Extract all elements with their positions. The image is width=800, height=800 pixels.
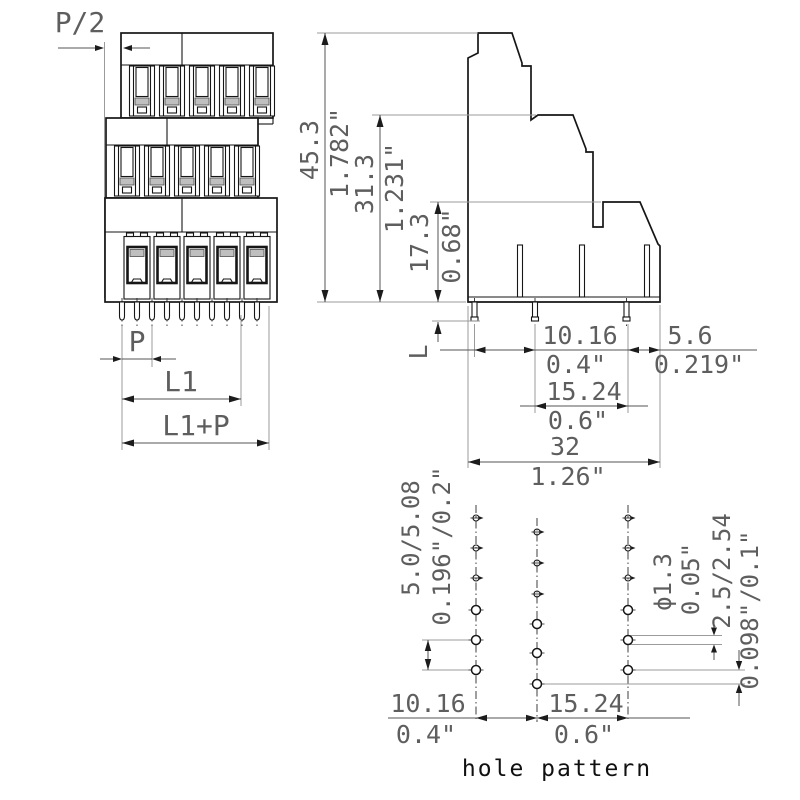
dim-col-pitch-in: 0.4" xyxy=(396,720,456,749)
side-view: 45.3 1.782" 31.3 1.231" 17.3 0.68" L xyxy=(295,32,757,491)
front-view: P/2 P L1 L1+P xyxy=(55,6,278,450)
dim-row-pitch-mm: 5.0/5.08 xyxy=(397,480,425,596)
dim-mid-height: 31.3 1.231" xyxy=(350,115,409,302)
dim-total-height-in: 1.782" xyxy=(325,108,354,198)
front-tier-middle xyxy=(105,117,274,199)
dim-l1-label: L1 xyxy=(164,365,198,398)
dim-row-offset-in: 0.098"/0.1" xyxy=(736,531,764,690)
dim-row-offset-mm: 2.5/2.54 xyxy=(708,513,736,629)
dim-row-offset: 2.5/2.54 0.098"/0.1" xyxy=(708,513,764,706)
dim-side-pitches: 10.16 0.4" 5.6 0.219" 15.24 0.6" 32 1.26… xyxy=(440,305,757,491)
front-tier-bottom xyxy=(104,197,278,303)
dim-hole-diameter: ϕ1.3 0.05" xyxy=(649,543,717,660)
pin-position-marks xyxy=(469,514,637,598)
dim-p-half-label: P/2 xyxy=(55,6,106,39)
dim-mid-height-in: 1.231" xyxy=(380,143,409,233)
dim-lower-height: 17.3 0.68" xyxy=(405,202,466,302)
dim-depth-in: 1.26" xyxy=(530,462,605,491)
dim-pin-pitch-in: 0.4" xyxy=(546,350,606,379)
dim-p-label: P xyxy=(129,325,146,358)
dim-pin-length: L xyxy=(404,322,442,360)
dim-pin-edge-in: 0.219" xyxy=(654,350,744,379)
dim-total-height: 45.3 1.782" xyxy=(295,33,354,302)
dim-pin-edge-mm: 5.6 xyxy=(667,321,712,350)
hole-pattern-caption: hole pattern xyxy=(462,756,652,782)
dim-l1-plus-p: L1+P xyxy=(122,409,269,447)
dim-lower-height-in: 0.68" xyxy=(437,208,466,283)
dim-p: P xyxy=(100,306,270,450)
dim-depth-mm: 32 xyxy=(550,432,580,461)
dim-hole-diameter-in: 0.05" xyxy=(677,543,705,615)
dim-pin-length-label: L xyxy=(404,344,433,359)
hole-pattern: 5.0/5.08 0.196"/0.2" 2.5/2.54 0.098"/0.1… xyxy=(388,467,764,782)
dim-l1: L1 xyxy=(122,365,241,403)
dim-pin-pitch2-in: 0.6" xyxy=(548,406,608,435)
dim-hole-diameter-mm: ϕ1.3 xyxy=(649,553,677,611)
front-tier-top xyxy=(120,32,276,119)
dim-row-pitch-in: 0.196"/0.2" xyxy=(428,467,456,626)
holes xyxy=(467,604,637,690)
dim-l1-plus-p-label: L1+P xyxy=(162,409,229,442)
dim-lower-height-mm: 17.3 xyxy=(405,213,434,273)
dim-col-pitch2-in: 0.6" xyxy=(554,720,614,749)
side-body-outline xyxy=(467,32,661,303)
dim-p-half: P/2 xyxy=(55,6,150,51)
dim-mid-height-mm: 31.3 xyxy=(350,154,379,214)
dim-col-pitches: 10.16 0.4" 15.24 0.6" xyxy=(388,689,690,749)
dim-col-pitch2-mm: 15.24 xyxy=(548,689,623,718)
dim-total-height-mm: 45.3 xyxy=(295,120,324,180)
dim-pin-pitch2-mm: 15.24 xyxy=(546,377,621,406)
dim-pin-pitch-mm: 10.16 xyxy=(542,321,617,350)
dim-col-pitch-mm: 10.16 xyxy=(390,689,465,718)
dim-row-pitch: 5.0/5.08 0.196"/0.2" xyxy=(397,467,456,670)
